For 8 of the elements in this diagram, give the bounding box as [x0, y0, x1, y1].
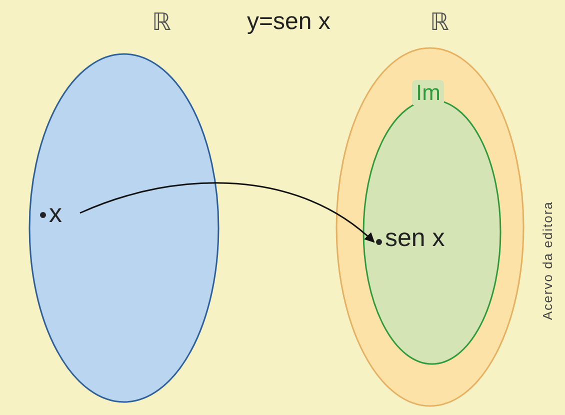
arrow — [80, 182, 375, 243]
point-label: x — [49, 198, 62, 229]
credit-note: Acervo da editora — [540, 201, 555, 320]
set-label: ℝ — [152, 8, 172, 36]
set-label: Im — [412, 80, 444, 106]
point-label: sen x — [385, 224, 445, 253]
function-title: y=sen x — [247, 8, 330, 36]
set-label: ℝ — [430, 8, 450, 36]
